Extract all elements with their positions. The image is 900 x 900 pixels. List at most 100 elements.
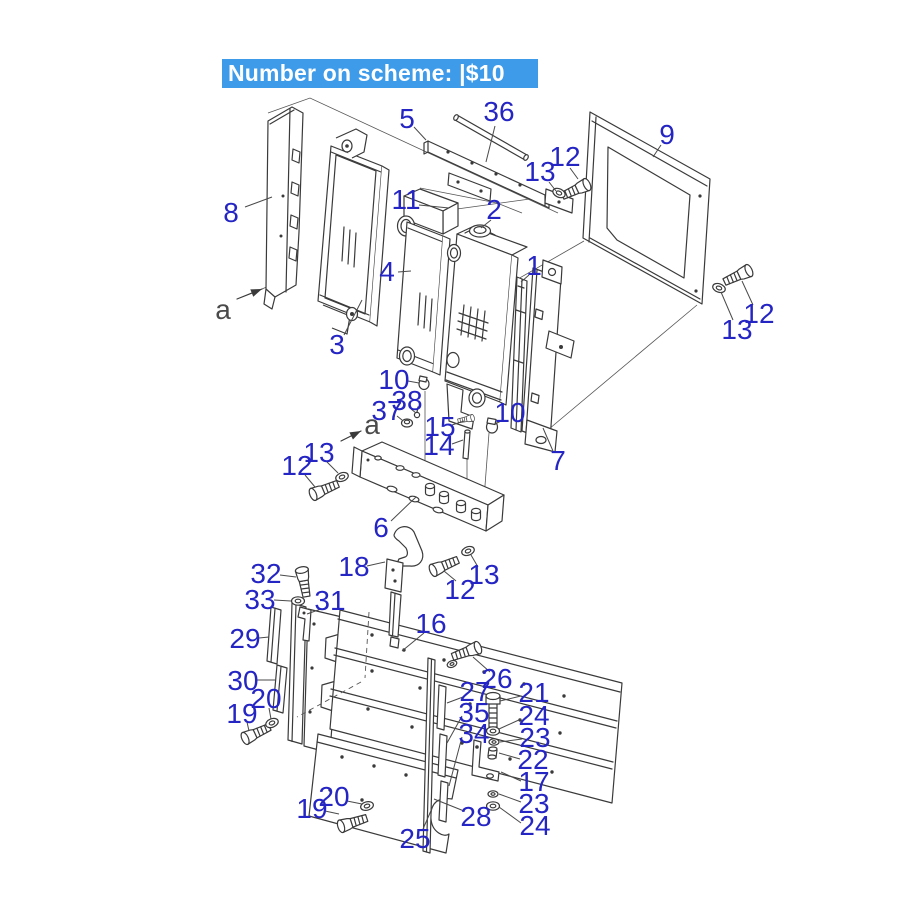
part-13-washer [710, 281, 728, 295]
callout-leader [413, 126, 427, 141]
callout-leader [390, 496, 417, 522]
callout-leader [451, 439, 464, 445]
callout-5: 5 [399, 103, 415, 134]
part-12-bolt [721, 262, 756, 289]
callout-leader [499, 695, 522, 702]
part-37-plug [400, 418, 414, 428]
callout-leader [446, 696, 464, 704]
part-29-strip [266, 606, 282, 665]
scheme-number-label: Number on scheme: |$10 [228, 60, 505, 86]
callout-27: 27 [459, 676, 490, 707]
callout-leader [569, 167, 579, 180]
callout-leader [498, 793, 522, 803]
view-label-a: a [215, 294, 231, 325]
callout-leader [448, 736, 463, 787]
callout-31: 31 [314, 585, 345, 616]
callout-leader [500, 771, 522, 782]
callout-leader [279, 574, 297, 578]
callout-leader [499, 738, 523, 743]
callout-leader [498, 806, 522, 824]
callout-leader [397, 270, 412, 273]
view-arrow-head [250, 289, 262, 297]
callout-leader [396, 415, 403, 421]
callout-leader [410, 408, 417, 414]
callout-30: 30 [227, 665, 258, 696]
callout-2: 2 [486, 194, 502, 225]
part-10-fitting [418, 375, 430, 391]
callout-leader [480, 219, 492, 229]
part-38-pin [413, 406, 421, 419]
callout-25: 25 [399, 823, 430, 854]
callout-leader [422, 805, 434, 830]
callout-leader [304, 474, 316, 488]
callout-10: 10 [494, 397, 525, 428]
callout-leader [485, 125, 496, 163]
callout-leader [258, 636, 270, 639]
callout-10: 10 [378, 364, 409, 395]
callout-20: 20 [318, 781, 349, 812]
callout-leader [324, 810, 340, 815]
hardware-fasteners [238, 176, 756, 835]
callout-19: 19 [226, 698, 257, 729]
callout-leader [498, 718, 522, 730]
part-17-bracket [471, 739, 500, 782]
callout-28: 28 [460, 801, 491, 832]
callout-19: 19 [296, 793, 327, 824]
part-2-radiator-tank [444, 224, 528, 430]
callout-33: 33 [244, 584, 275, 615]
part-side-plate-left [287, 602, 307, 745]
part-30-strip [272, 664, 288, 714]
callout-leader [407, 380, 420, 384]
callout-26: 26 [481, 663, 512, 694]
callout-13: 13 [721, 314, 752, 345]
callout-leader [343, 299, 363, 336]
callout-leader [433, 798, 465, 812]
callout-21: 21 [518, 677, 549, 708]
part-14-pin [462, 429, 471, 460]
callout-32: 32 [250, 558, 281, 589]
callout-13: 13 [524, 156, 555, 187]
callout-11: 11 [391, 184, 420, 215]
callout-12: 12 [444, 574, 475, 605]
callout-23: 23 [518, 788, 549, 819]
part-34-strip [438, 780, 449, 823]
callout-1: 1 [526, 250, 542, 281]
callout-leader [470, 554, 479, 568]
callout-15: 15 [424, 411, 455, 442]
callout-36: 36 [483, 96, 514, 127]
callout-leader [741, 280, 754, 306]
callout-leader [273, 599, 292, 602]
callout-4: 4 [379, 256, 395, 287]
callout-leader [652, 144, 662, 158]
callout-34: 34 [458, 718, 489, 749]
callout-leader [306, 608, 322, 615]
callout-12: 12 [549, 141, 580, 172]
part-23-washer [487, 790, 499, 798]
callout-leader [246, 721, 250, 732]
callout-18: 18 [338, 551, 369, 582]
part-3-radiator-core [317, 128, 390, 335]
part-18-lever [384, 526, 424, 649]
callout-23: 23 [519, 722, 550, 753]
callout-leader [346, 800, 363, 805]
callout-16: 16 [415, 608, 446, 639]
view-arrow-head [349, 431, 361, 440]
callout-leader [548, 181, 557, 192]
part-23-washer [488, 738, 500, 746]
view-label-a: a [364, 409, 380, 440]
part-31-bracket [297, 606, 312, 642]
callout-leader [520, 274, 530, 283]
callout-leader [446, 715, 463, 744]
part-21-bolt [485, 691, 501, 728]
callout-leader [401, 632, 425, 652]
part-5-upper-support-bar [423, 140, 574, 214]
callout-7: 7 [550, 445, 566, 476]
part-12-bolt [306, 477, 342, 503]
part-10-fitting [485, 417, 499, 434]
part-8-mounting-plate [263, 106, 304, 310]
part-32-bolt [294, 565, 314, 599]
callout-24: 24 [519, 810, 550, 841]
callout-leader [443, 570, 457, 582]
callout-13: 13 [303, 437, 334, 468]
